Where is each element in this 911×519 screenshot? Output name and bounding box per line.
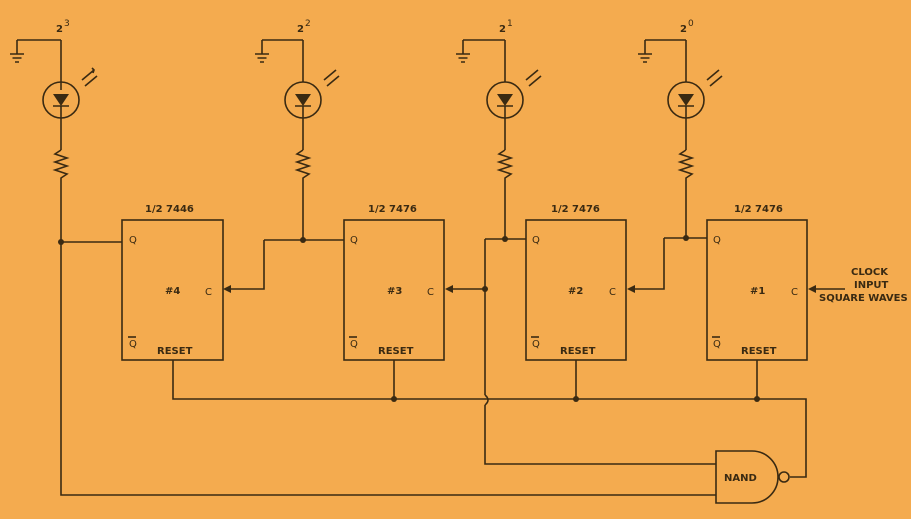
resistor-icon	[294, 149, 312, 240]
q-bar-output-label: Q	[713, 339, 721, 350]
flip-flop-number: #2	[568, 286, 583, 297]
arrow-head-icon	[445, 285, 453, 293]
arrow-head-icon	[223, 285, 231, 293]
led-indicator-2-3: 2 3	[10, 19, 98, 240]
arrow-head-icon	[808, 285, 816, 293]
q-bar-output-label: Q	[532, 339, 540, 350]
junction-dot	[58, 239, 64, 245]
light-emission-arrows-icon	[525, 69, 542, 87]
reset-pin-label: RESET	[378, 346, 414, 357]
junction-dot	[683, 235, 689, 241]
flip-flop-4: 1/2 7446 Q #4 C Q RESET	[121, 204, 224, 361]
resistor-icon	[496, 149, 514, 238]
led-weight-base: 2	[297, 24, 304, 35]
clock-pin-label: C	[205, 287, 212, 298]
q-bar-output-label: Q	[129, 339, 137, 350]
nand-gate-body	[715, 450, 779, 504]
ground-icon	[456, 40, 470, 63]
q-output-label: Q	[713, 235, 721, 246]
flip-flop-part-label: 1/2 7476	[734, 204, 783, 215]
interconnect-wires	[58, 235, 845, 496]
ff4-q-to-nand-wire	[60, 240, 716, 496]
flip-flop-1: 1/2 7476 Q #1 C Q RESET	[706, 204, 808, 361]
clock-label-line-3: SQUARE WAVES	[819, 293, 908, 304]
clock-label-line-2: INPUT	[854, 280, 889, 291]
reset-bus-wire	[172, 360, 807, 478]
reset-pin-label: RESET	[741, 346, 777, 357]
wire-crossover-hop	[484, 394, 489, 406]
flip-flop-number: #3	[387, 286, 402, 297]
light-emission-arrows-icon	[81, 67, 98, 87]
diode-triangle-icon	[53, 94, 69, 106]
diode-triangle-icon	[295, 94, 311, 106]
led-weight-base: 2	[680, 24, 687, 35]
ff1-q-to-ff2-clock-wire	[630, 237, 686, 290]
led-cathode-wire	[678, 105, 694, 150]
ground-icon	[638, 40, 652, 63]
ground-icon	[10, 40, 24, 63]
ff3-q-to-ff4-clock-wire	[226, 239, 303, 290]
flip-flop-part-label: 1/2 7446	[145, 204, 194, 215]
ff2-q-to-ff3-clock-wire	[448, 238, 505, 290]
nand-gate: NAND	[715, 450, 790, 504]
reset-pin-label: RESET	[560, 346, 596, 357]
led-weight-exponent: 1	[507, 19, 513, 29]
junction-dot	[573, 396, 579, 402]
ff2-q-to-nand-wire	[484, 405, 716, 465]
led-indicator-2-0: 2 0	[638, 19, 723, 238]
light-emission-arrows-icon	[706, 69, 723, 87]
flip-flop-2: 1/2 7476 Q #2 C Q RESET	[525, 204, 627, 361]
resistor-icon	[52, 149, 70, 240]
nand-gate-label: NAND	[724, 473, 757, 484]
light-emission-arrows-icon	[323, 69, 340, 87]
led-weight-exponent: 0	[688, 19, 694, 29]
diode-triangle-icon	[678, 94, 694, 106]
flip-flop-part-label: 1/2 7476	[551, 204, 600, 215]
clock-label-line-1: CLOCK	[851, 267, 889, 278]
q-output-label: Q	[129, 235, 137, 246]
q-bar-output-label: Q	[350, 339, 358, 350]
clock-pin-label: C	[427, 287, 434, 298]
reset-pin-label: RESET	[157, 346, 193, 357]
led-weight-base: 2	[499, 24, 506, 35]
ground-icon	[255, 40, 269, 63]
arrow-head-icon	[627, 285, 635, 293]
junction-dot	[391, 396, 397, 402]
led-cathode-wire	[53, 105, 69, 150]
led-weight-base: 2	[56, 24, 63, 35]
clock-pin-label: C	[791, 287, 798, 298]
junction-dot	[300, 237, 306, 243]
clock-input-label: CLOCK INPUT SQUARE WAVES	[819, 267, 908, 304]
flip-flop-part-label: 1/2 7476	[368, 204, 417, 215]
q-output-label: Q	[350, 235, 358, 246]
led-cathode-wire	[497, 105, 513, 150]
q-output-label: Q	[532, 235, 540, 246]
led-cathode-wire	[295, 105, 311, 150]
flip-flop-3: 1/2 7476 Q #3 C Q RESET	[343, 204, 445, 361]
nand-inversion-bubble	[778, 471, 790, 483]
junction-dot	[754, 396, 760, 402]
resistor-icon	[677, 149, 695, 238]
led-weight-exponent: 2	[305, 19, 311, 29]
led-indicator-2-2: 2 2	[255, 19, 340, 240]
diode-triangle-icon	[497, 94, 513, 106]
led-weight-exponent: 3	[64, 19, 70, 29]
flip-flop-number: #1	[750, 286, 765, 297]
clock-pin-label: C	[609, 287, 616, 298]
led-indicator-2-1: 2 1	[456, 19, 542, 238]
flip-flop-number: #4	[165, 286, 180, 297]
junction-dot	[502, 236, 508, 242]
